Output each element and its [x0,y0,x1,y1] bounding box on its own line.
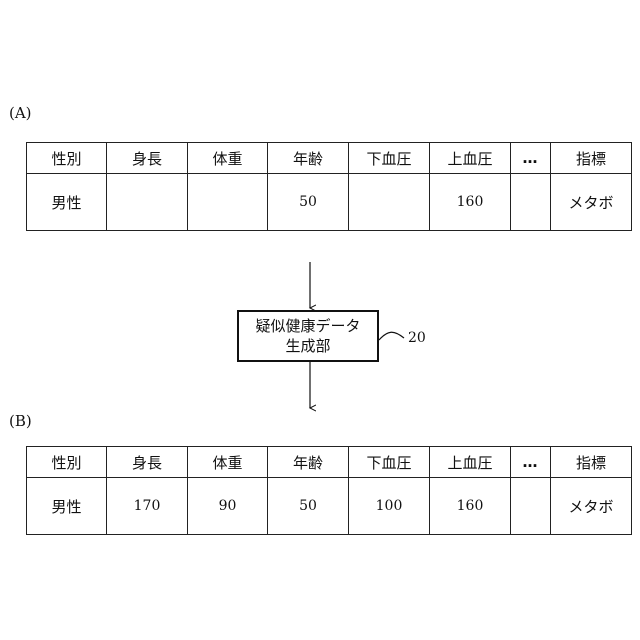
header-systolic-bp: 上血圧 [430,447,511,478]
reference-leader-line [379,332,404,340]
cell-indicator: メタボ [551,478,632,535]
cell-systolic-bp: 160 [430,478,511,535]
cell-ellipsis [511,478,551,535]
cell-diastolic-bp: 100 [349,478,430,535]
generated-data-table: 性別 身長 体重 年齢 下血圧 上血圧 … 指標 男性 170 90 50 10… [26,446,632,535]
generator-label-line2: 生成部 [285,336,330,356]
table-header-row: 性別 身長 体重 年齢 下血圧 上血圧 … 指標 [27,447,632,478]
header-ellipsis: … [511,447,551,478]
header-age: 年齢 [268,447,349,478]
table-b-label: (B) [9,412,32,430]
pseudo-health-data-generator-box: 疑似健康データ 生成部 [237,310,379,362]
cell-height: 170 [107,478,188,535]
cell-weight: 90 [188,478,268,535]
reference-number: 20 [408,330,426,346]
table-row: 男性 170 90 50 100 160 メタボ [27,478,632,535]
cell-age: 50 [268,478,349,535]
header-indicator: 指標 [551,447,632,478]
cell-gender: 男性 [27,478,107,535]
generator-label-line1: 疑似健康データ [255,316,360,336]
header-diastolic-bp: 下血圧 [349,447,430,478]
header-weight: 体重 [188,447,268,478]
header-gender: 性別 [27,447,107,478]
header-height: 身長 [107,447,188,478]
